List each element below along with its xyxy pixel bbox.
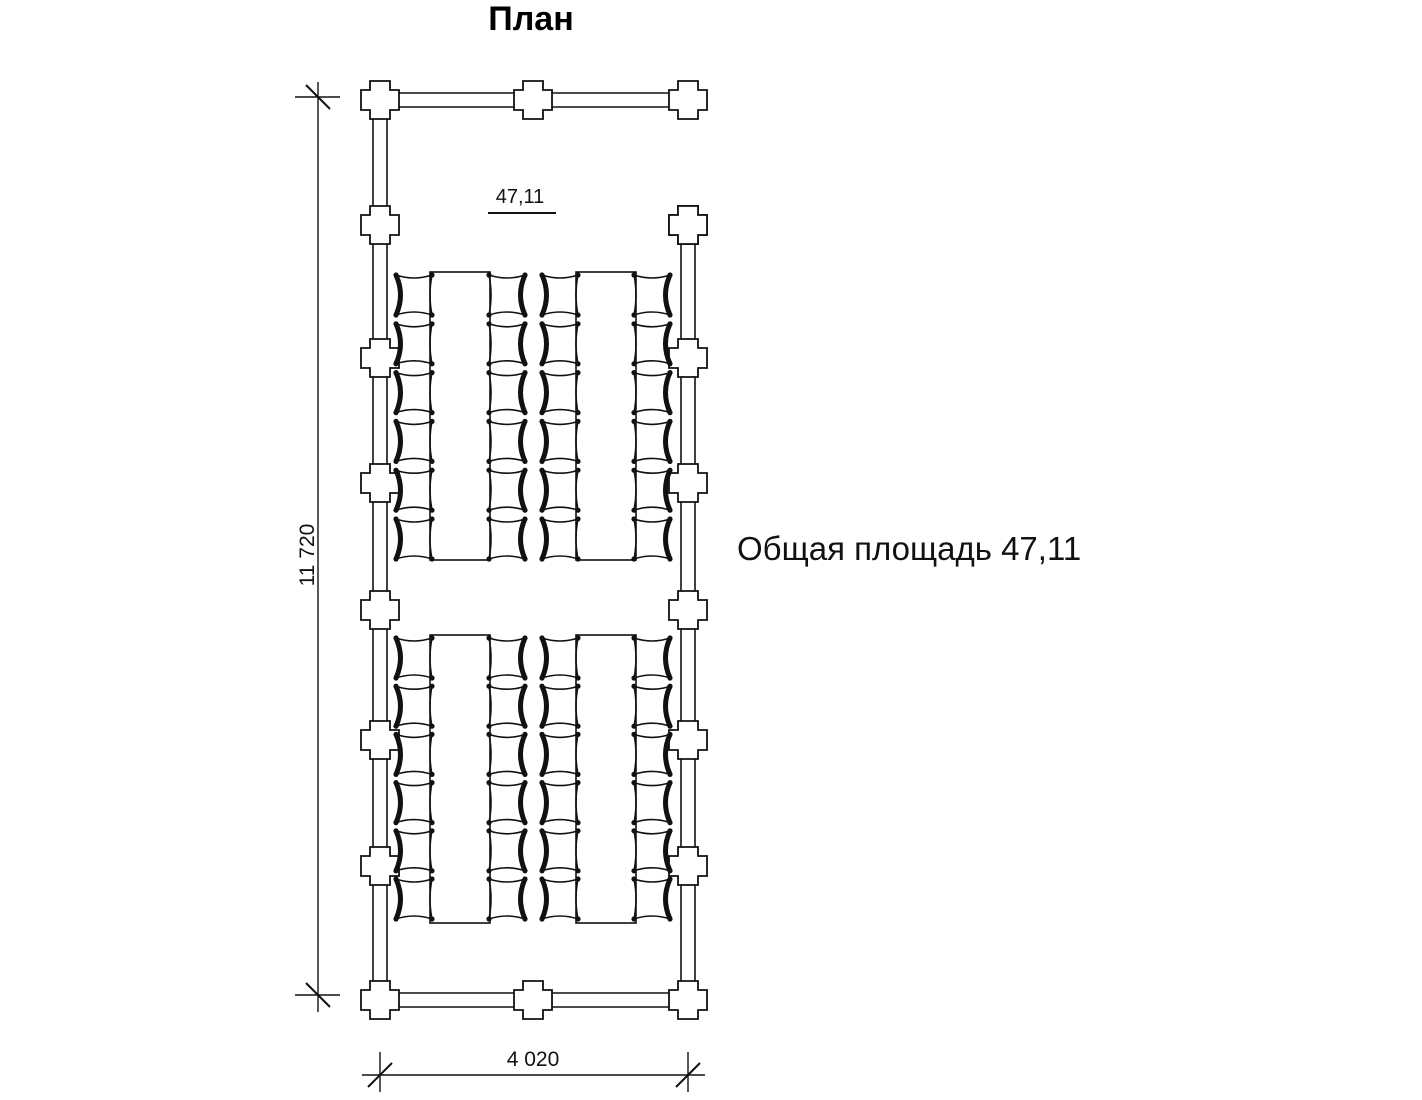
table: [429, 634, 491, 924]
chair: [539, 516, 581, 562]
chair: [393, 272, 435, 318]
chair: [539, 370, 581, 416]
chair: [486, 467, 528, 513]
log-corner-post: [360, 205, 400, 245]
dimension-tick: [305, 982, 331, 1008]
dimension-tick: [675, 1062, 701, 1088]
chair: [631, 370, 673, 416]
chair: [486, 370, 528, 416]
chair: [631, 780, 673, 826]
chair: [393, 635, 435, 681]
chair: [539, 321, 581, 367]
chair: [631, 418, 673, 464]
chair: [486, 516, 528, 562]
chair: [393, 828, 435, 874]
chair: [393, 516, 435, 562]
chair: [631, 876, 673, 922]
chair: [486, 635, 528, 681]
chair: [631, 467, 673, 513]
total-area-text: Общая площадь 47,11: [737, 530, 1082, 567]
log-corner-post: [668, 590, 708, 630]
chair: [539, 780, 581, 826]
dimension-tick: [305, 84, 331, 110]
chair: [631, 731, 673, 778]
room-area-underline: [488, 212, 556, 214]
chair: [486, 272, 528, 318]
chair: [539, 683, 581, 729]
log-corner-post: [668, 205, 708, 245]
chair: [393, 418, 435, 464]
log-corner-post: [360, 80, 400, 120]
chair: [393, 876, 435, 922]
table: [429, 271, 491, 561]
chair: [393, 683, 435, 729]
chair: [631, 321, 673, 367]
log-corner-post: [360, 720, 400, 760]
log-corner-post: [668, 338, 708, 378]
log-corner-post: [668, 720, 708, 760]
chair: [393, 780, 435, 826]
log-corner-post: [360, 463, 400, 503]
chair: [539, 635, 581, 681]
chair: [539, 418, 581, 464]
chair: [393, 370, 435, 416]
chair: [631, 272, 673, 318]
log-corner-post: [668, 980, 708, 1020]
room-area-label: 47,11: [495, 186, 545, 208]
chair: [393, 731, 435, 778]
width-dimension-label: 4 020: [506, 1048, 560, 1071]
chair: [539, 272, 581, 318]
log-corner-post: [668, 846, 708, 886]
table: [575, 634, 637, 924]
log-corner-post: [360, 980, 400, 1020]
chair: [539, 876, 581, 922]
chair: [539, 467, 581, 513]
chair: [393, 467, 435, 513]
table: [575, 271, 637, 561]
log-corner-post: [360, 590, 400, 630]
chair: [631, 828, 673, 874]
chair: [539, 828, 581, 874]
chair: [486, 876, 528, 922]
log-corner-post: [513, 80, 553, 120]
log-corner-post: [668, 463, 708, 503]
chair: [393, 321, 435, 367]
log-corner-post: [513, 980, 553, 1020]
chair: [486, 828, 528, 874]
dimension-tick: [367, 1062, 393, 1088]
chair: [539, 731, 581, 778]
length-dimension-label: 11 720: [296, 523, 319, 587]
log-corner-post: [360, 338, 400, 378]
chair: [486, 418, 528, 464]
chair: [631, 683, 673, 729]
log-corner-post: [668, 80, 708, 120]
chair: [486, 321, 528, 367]
plan-title: План: [488, 0, 574, 38]
chair: [486, 780, 528, 826]
chair: [631, 635, 673, 681]
chair: [486, 731, 528, 778]
chair: [631, 516, 673, 562]
log-corner-post: [360, 846, 400, 886]
chair: [486, 683, 528, 729]
